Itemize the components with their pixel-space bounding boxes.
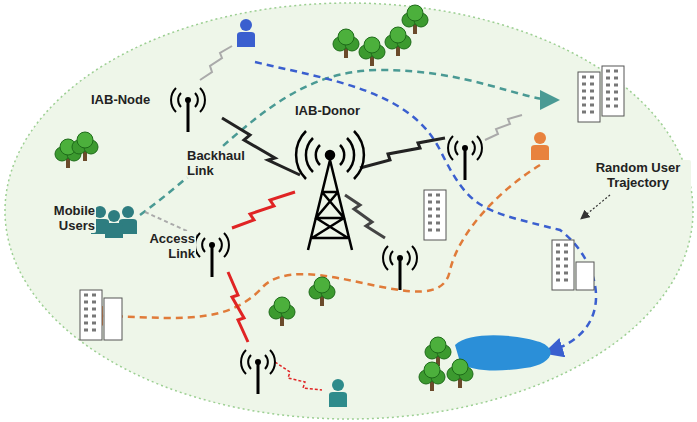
users-label: Mobile Users: [38, 203, 96, 233]
donor-label: IAB-Donor: [294, 103, 361, 118]
link-label: Backhaul Link: [186, 148, 254, 178]
link-label: Access Link: [142, 231, 196, 261]
trajectory-label: Random User Trajectory: [585, 160, 691, 190]
node-label: IAB-Node: [90, 92, 151, 107]
